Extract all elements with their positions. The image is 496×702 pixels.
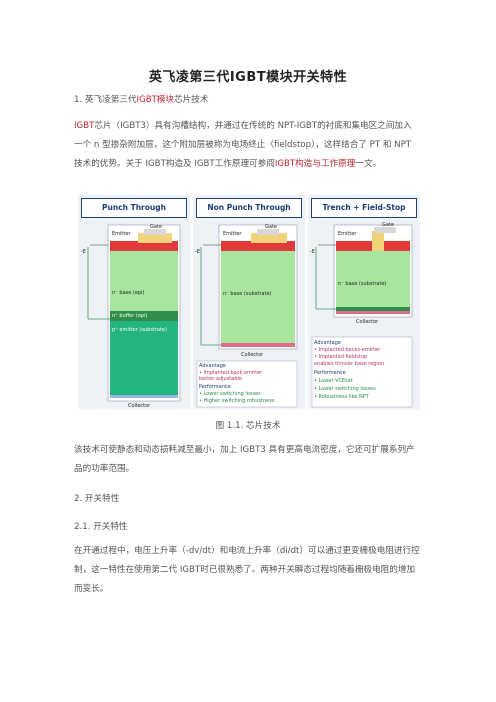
para-3-line-3: 而变长。: [74, 584, 109, 594]
layer-n-base: n⁻ base (substrate): [338, 281, 387, 287]
performance-item: • Lower switching losses: [314, 386, 376, 392]
paragraph-3: 在开通过程中，电压上升率（-dv/dt）和电流上升率（di/dt）可以通过更变栅…: [74, 542, 422, 599]
performance-item: • Lower VCEsat: [314, 378, 353, 384]
panel-punch-through: Punch Through Emitter Gate -E n⁻ base (e…: [78, 195, 190, 409]
field-label: -E: [310, 249, 315, 255]
layer-n-base: n⁻ base (substrate): [223, 291, 272, 297]
panel-title: Non Punch Through: [196, 198, 302, 218]
trench-field-stop-diagram: Emitter Gate -E n⁻ base (substrate) Coll…: [310, 222, 413, 408]
para-2-line-2: 品的功率范围。: [74, 464, 135, 474]
advantage-item: better adjustable: [199, 376, 242, 382]
performance-item: • Robustness like NPT: [314, 394, 370, 400]
page-title: 英飞凌第三代IGBT模块开关特性: [148, 70, 348, 85]
advantage-item: • Implanted backs-emitter: [314, 347, 381, 353]
para-3-line-1: 在开通过程中，电压上升率（-dv/dt）和电流上升率（di/dt）可以通过更变栅…: [74, 546, 420, 556]
section-1-suffix: 芯片技术: [174, 95, 209, 105]
paragraph-2: 该技术可使静态和动态损耗减至最小，加上 IGBT3 具有更高电流密度，它还可扩展…: [74, 441, 422, 479]
advantage-item: • Implanted back emitter: [199, 370, 263, 376]
intro-line-3-text: 技术的优势。关于 IGBT构造及 IGBT工作原理可参阅: [74, 159, 275, 169]
intro-line-1-text: 芯片（IGBT3）具有沟槽结构，并通过在传统的 NPT-IGBT的衬底和集电区之…: [94, 121, 412, 131]
gate-label: Gate: [265, 224, 277, 230]
performance-title: Performance: [314, 370, 346, 376]
section-2-heading: 2. 开关特性: [74, 494, 120, 504]
section-2-1-heading: 2.1. 开关特性: [74, 522, 128, 532]
performance-title: Performance: [199, 384, 231, 390]
gate-label: Gate: [382, 222, 394, 228]
intro-line-3-end: 一文。: [355, 159, 382, 169]
collector-label: Collector: [241, 352, 264, 358]
emitter-label: Emitter: [338, 231, 357, 237]
intro-line-3: 技术的优势。关于 IGBT构造及 IGBT工作原理可参阅IGBT构造与工作原理一…: [74, 155, 422, 174]
para-3-line-2: 制，这一特性在使用第二代 IGBT时已很熟悉了。两种开关瞬态过程均随着栅极电阻的…: [74, 565, 416, 575]
chip-technology-figure: Punch Through Emitter Gate -E n⁻ base (e…: [78, 195, 420, 409]
intro-line-1: IGBT芯片（IGBT3）具有沟槽结构，并通过在传统的 NPT-IGBT的衬底和…: [74, 117, 422, 136]
section-1-link[interactable]: IGBT模块: [136, 95, 175, 105]
emitter-label: Emitter: [223, 231, 242, 237]
panel-trench-field-stop: Trench + Field-Stop Emitter Gate -E n⁻ b…: [308, 195, 420, 409]
advantage-title: Advantage: [199, 363, 226, 369]
field-label: -E: [195, 249, 200, 255]
intro-igbt-link[interactable]: IGBT: [74, 121, 95, 131]
non-punch-through-diagram: Emitter Gate -E n⁻ base (substrate) Coll…: [195, 224, 298, 408]
intro-line-2: 一个 n 型掺杂附加层，这个附加层被称为电场终止（fieldstop），这样结合…: [74, 140, 412, 150]
advantage-item: • Implanted fieldstop: [314, 354, 367, 360]
collector-label: Collector: [356, 319, 379, 325]
layer-p-emitter: p⁺ emitter (substrate): [112, 327, 167, 333]
layer-n-base: n⁻ base (epi): [112, 290, 144, 296]
intro-paragraph: IGBT芯片（IGBT3）具有沟槽结构，并通过在传统的 NPT-IGBT的衬底和…: [74, 117, 422, 174]
emitter-label: Emitter: [112, 231, 131, 237]
gate-label: Gate: [150, 224, 162, 230]
section-1-prefix: 1. 英飞凌第三代: [74, 95, 137, 105]
advantage-item: enables thinner base region: [314, 361, 384, 367]
figure-caption: 图 1.1. 芯片技术: [215, 421, 281, 431]
section-1-heading: 1. 英飞凌第三代IGBT模块芯片技术: [74, 93, 208, 105]
advantage-title: Advantage: [314, 340, 341, 346]
punch-through-diagram: Emitter Gate -E n⁻ base (epi) n⁺ buffer …: [81, 224, 181, 409]
panel-non-punch-through: Non Punch Through Emitter Gate -E n⁻ bas…: [193, 195, 305, 409]
collector-label: Collector: [128, 403, 151, 409]
field-label: -E: [81, 249, 86, 255]
layer-n-buffer: n⁺ buffer (epi): [112, 313, 147, 319]
igbt-principle-link[interactable]: IGBT构造与工作原理: [274, 159, 356, 169]
panel-title: Trench + Field-Stop: [311, 198, 417, 218]
performance-item: • Higher switching robustness: [199, 398, 275, 404]
para-2-line-1: 该技术可使静态和动态损耗减至最小，加上 IGBT3 具有更高电流密度，它还可扩展…: [74, 445, 415, 455]
panel-title: Punch Through: [81, 198, 187, 218]
performance-item: • Lower switching losses: [199, 391, 261, 397]
